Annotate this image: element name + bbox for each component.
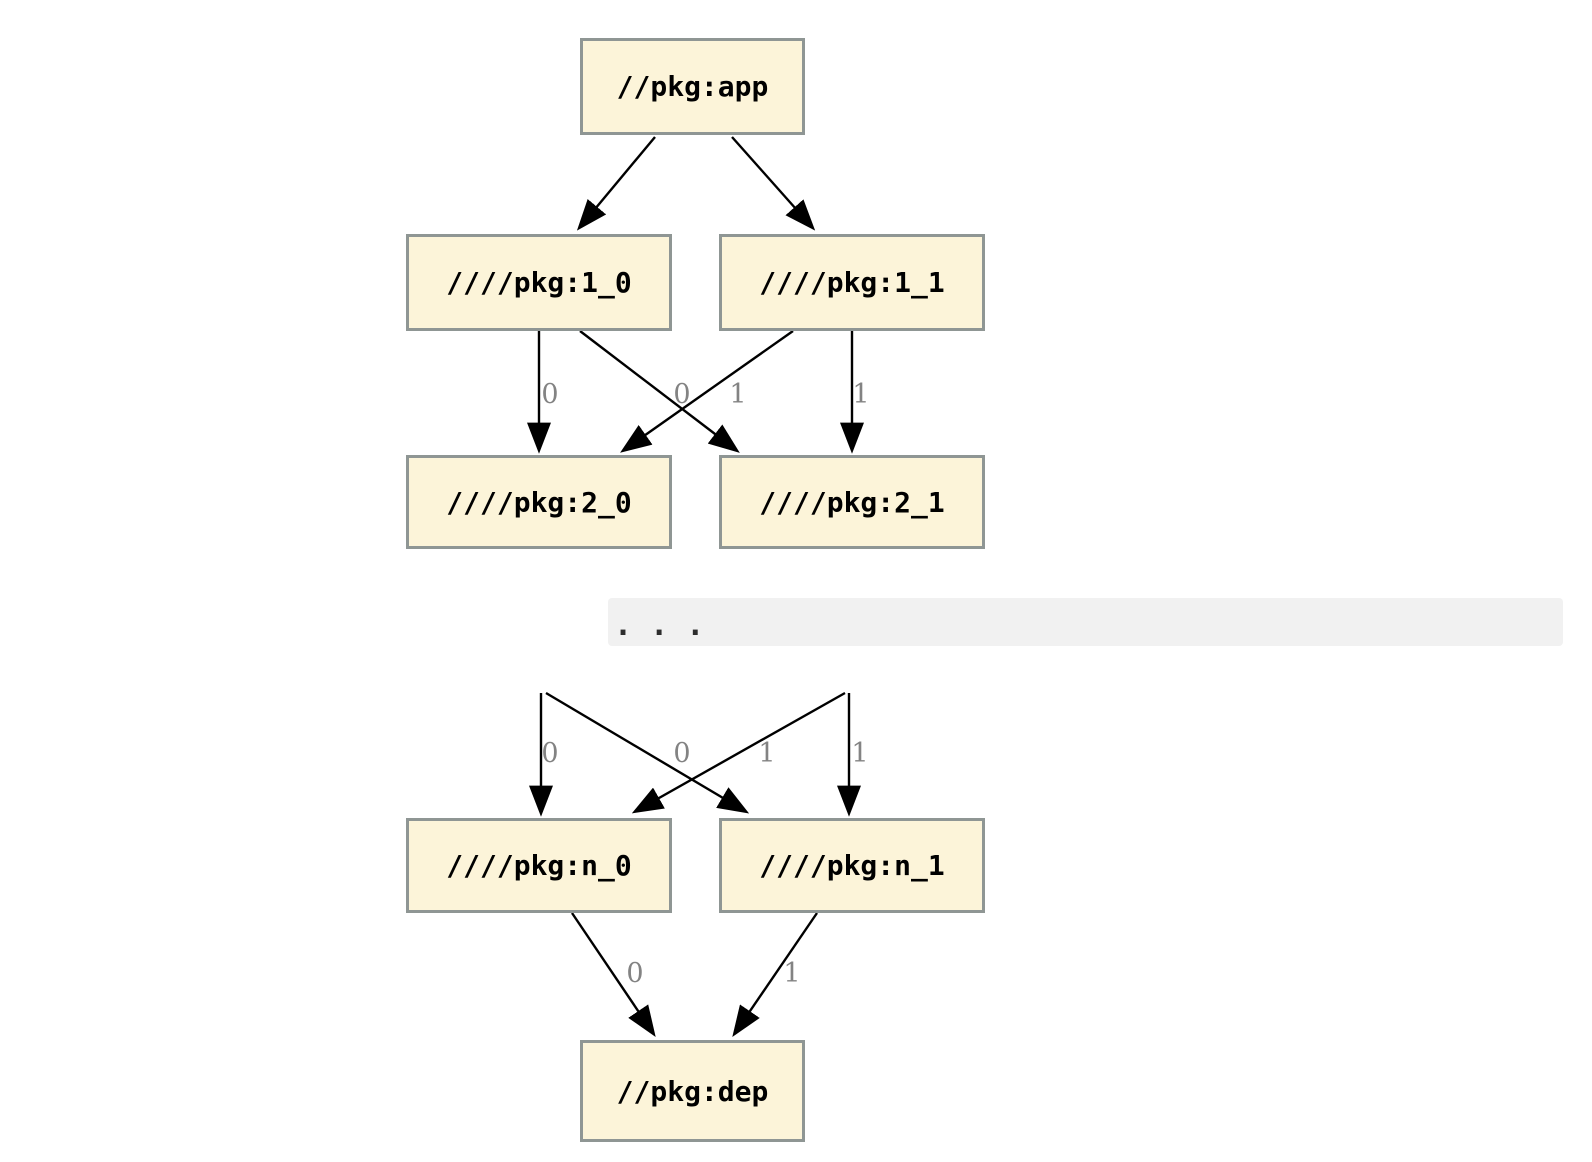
ellipsis-band: . . . xyxy=(608,598,1563,646)
edge-label-n_0-dep: 0 xyxy=(626,958,643,989)
ellipsis-dots: . . . xyxy=(614,607,705,643)
edge-label-ellipsis-n_0-straight: 0 xyxy=(541,738,558,769)
node-pkg-2_1: ////pkg:2_1 xyxy=(719,455,985,549)
edge-ellipsis-to-n_0-cross xyxy=(631,691,846,814)
edge-app-to-1_1 xyxy=(731,136,816,231)
edge-ellipsis-to-n_1-cross xyxy=(545,691,750,814)
node-pkg-n_0-label: ////pkg:n_0 xyxy=(446,849,632,882)
edge-1_0-to-2_1 xyxy=(579,330,740,453)
node-pkg-dep-label: //pkg:dep xyxy=(616,1074,769,1108)
edge-label-1_0-2_1: 1 xyxy=(729,379,746,410)
edge-label-ellipsis-n_1-straight: 1 xyxy=(851,738,868,769)
node-pkg-2_1-label: ////pkg:2_1 xyxy=(759,485,945,519)
edge-1_1-to-2_0 xyxy=(620,330,794,453)
node-pkg-1_0-label: ////pkg:1_0 xyxy=(446,266,632,299)
node-pkg-1_0: ////pkg:1_0 xyxy=(406,234,672,331)
edge-label-1_1-2_0: 0 xyxy=(673,379,690,410)
node-pkg-2_0-label: ////pkg:2_0 xyxy=(446,485,632,519)
edge-label-ellipsis-n_0-cross: 0 xyxy=(673,738,690,769)
node-pkg-2_0: ////pkg:2_0 xyxy=(406,455,672,549)
edge-app-to-1_0 xyxy=(576,136,656,231)
node-pkg-app: //pkg:app xyxy=(580,38,805,135)
node-pkg-app-label: //pkg:app xyxy=(616,70,769,103)
edge-label-1_1-2_1: 1 xyxy=(852,379,869,410)
node-pkg-n_1-label: ////pkg:n_1 xyxy=(759,849,945,882)
node-pkg-n_1: ////pkg:n_1 xyxy=(719,818,985,913)
node-pkg-dep: //pkg:dep xyxy=(580,1040,805,1142)
edge-label-n_1-dep: 1 xyxy=(783,958,800,989)
node-pkg-n_0: ////pkg:n_0 xyxy=(406,818,672,913)
node-pkg-1_1: ////pkg:1_1 xyxy=(719,234,985,331)
edge-n_1-to-dep xyxy=(732,912,818,1037)
edge-label-ellipsis-n_1-cross: 1 xyxy=(758,738,775,769)
edge-label-1_0-2_0: 0 xyxy=(541,379,558,410)
edge-n_0-to-dep xyxy=(571,912,656,1037)
node-pkg-1_1-label: ////pkg:1_1 xyxy=(759,266,945,299)
